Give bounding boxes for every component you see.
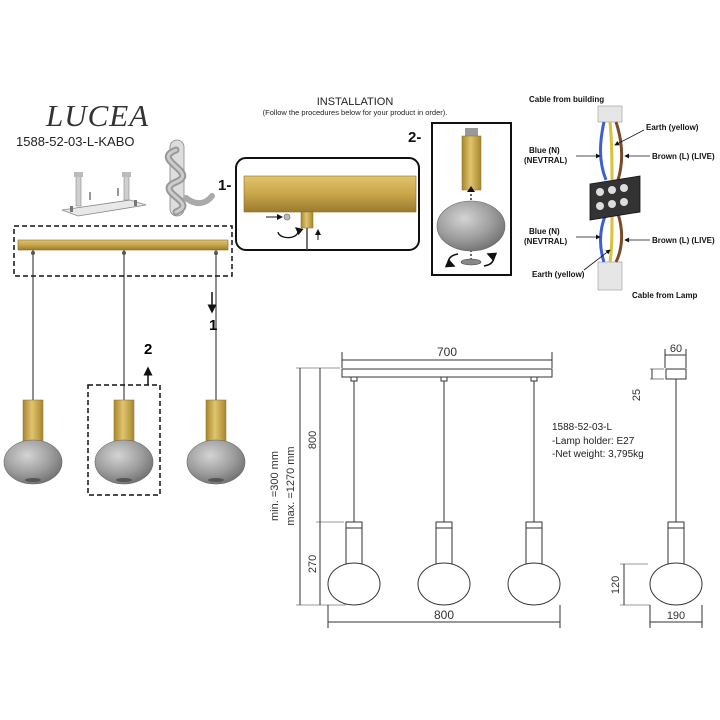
installation-subtitle: (Follow the procedures below for your pr… — [262, 108, 448, 117]
spec-block: 1588-52-03-L -Lamp holder: E27 -Net weig… — [552, 421, 644, 462]
overview-bar — [17, 239, 229, 251]
wire-blue-top-1: Blue (N) — [529, 146, 560, 155]
wire-earth-top: Earth (yellow) — [646, 123, 699, 132]
spec-model: 1588-52-03-L — [552, 422, 613, 433]
wiring-diagram: Cable from building Earth (yellow) Blue … — [524, 95, 715, 300]
cable-coil-sketch — [164, 139, 215, 217]
installation-step-1: 1- — [218, 157, 420, 251]
dim-side-shade-height: 120 — [610, 576, 622, 594]
wire-cable-building: Cable from building — [529, 95, 604, 104]
step-2-label: 2- — [408, 129, 421, 146]
dim-max-height: max. =1270 mm — [285, 446, 297, 525]
wire-blue-bottom-2: (NEVTRAL) — [524, 237, 567, 246]
overview-shade-left — [3, 399, 63, 485]
installation-step-2: 2- — [408, 122, 512, 276]
dim-shade-height: 270 — [307, 555, 319, 573]
wire-earth-bottom: Earth (yellow) — [532, 270, 585, 279]
overview-bar-highlight — [13, 225, 233, 277]
wire-cable-lamp: Cable from Lamp — [632, 291, 697, 300]
terminal-block — [589, 175, 641, 221]
product-code: 1588-52-03-L-KABO — [16, 134, 135, 149]
spec-net-weight: -Net weight: 3,795kg — [552, 449, 644, 460]
mounting-hardware-sketch — [61, 172, 147, 217]
technical-front-view — [296, 352, 561, 628]
technical-side-view — [620, 349, 703, 628]
step-1-bar — [243, 175, 417, 213]
dim-shade-diameter: 190 — [667, 610, 685, 622]
brand-name: LUCEA — [46, 98, 150, 133]
overview-shade-right — [186, 399, 246, 485]
dim-canopy-height: 25 — [631, 389, 643, 401]
overview-shade-highlight — [87, 384, 161, 496]
dim-width-top: 700 — [437, 345, 457, 359]
spec-lamp-holder: -Lamp holder: E27 — [552, 435, 635, 447]
installation-title: INSTALLATION — [316, 96, 394, 108]
wire-blue-top-2: (NEVTRAL) — [524, 156, 567, 165]
wire-blue-bottom-1: Blue (N) — [529, 227, 560, 236]
overview-lamp: 1 2 — [3, 225, 246, 496]
overview-step-2: 2 — [144, 341, 152, 358]
overview-step-1: 1 — [209, 317, 217, 334]
dim-canopy-width: 60 — [670, 343, 682, 355]
dim-total-width: 800 — [434, 608, 454, 622]
dim-min-height: min. =300 mm — [269, 451, 281, 521]
wire-brown-bottom: Brown (L) (LIVE) — [652, 236, 715, 245]
dim-cable-length: 800 — [307, 431, 319, 449]
step-1-label: 1- — [218, 177, 231, 194]
wire-brown-top: Brown (L) (LIVE) — [652, 152, 715, 161]
overview-shade-middle — [94, 399, 154, 485]
